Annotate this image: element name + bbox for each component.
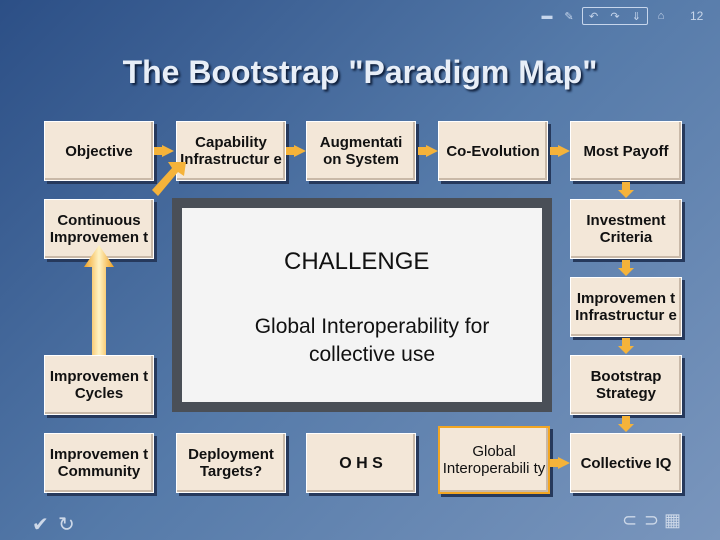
challenge-panel: CHALLENGE Global Interoperability for co… — [172, 198, 552, 412]
nav-arrows[interactable]: ↶ ↷ ⇓ — [582, 7, 648, 25]
arrow-down-icon — [618, 190, 634, 198]
card-improvement-cycles: Improvemen t Cycles — [44, 355, 154, 415]
arrow-shaft — [622, 260, 630, 268]
page-title: The Bootstrap "Paradigm Map" — [122, 54, 598, 90]
refresh-icon[interactable]: ↻ — [58, 514, 75, 536]
arrow-right-icon — [162, 145, 174, 157]
card-improvement-community: Improvemen t Community — [44, 433, 154, 493]
up-arrow-icon — [84, 245, 114, 355]
card-bootstrap-strategy: Bootstrap Strategy — [570, 355, 682, 415]
arrow-right-icon — [558, 145, 570, 157]
card-coevolution: Co-Evolution — [438, 121, 548, 181]
check-icon[interactable]: ✔ — [32, 514, 49, 536]
arrow-shaft — [550, 459, 558, 467]
forward-icon[interactable]: ⊃ — [644, 510, 660, 530]
arrow-right-icon — [426, 145, 438, 157]
card-investment-criteria: Investment Criteria — [570, 199, 682, 259]
card-global-interoperability: Global Interoperabili ty — [438, 426, 550, 494]
arrow-shaft — [550, 147, 558, 155]
arrow-down-icon — [618, 268, 634, 276]
slide-toolbar: ▬ ✎ ↶ ↷ ⇓ ⌂ — [538, 6, 670, 26]
card-deployment-targets: Deployment Targets? — [176, 433, 286, 493]
arrow-shaft — [286, 147, 294, 155]
card-most-payoff: Most Payoff — [570, 121, 682, 181]
slides-icon[interactable]: ▦ — [664, 510, 682, 530]
card-ohs: O H S — [306, 433, 416, 493]
arrow-shaft — [622, 338, 630, 346]
arrow-shaft — [622, 416, 630, 424]
card-objective: Objective — [44, 121, 154, 181]
card-capability: Capability Infrastructur e — [176, 121, 286, 181]
arrow-right-icon — [294, 145, 306, 157]
arrow-shaft — [622, 182, 630, 190]
arrow-shaft — [418, 147, 426, 155]
back-arrow-icon[interactable]: ↶ — [589, 10, 599, 23]
arrow-down-icon — [618, 346, 634, 354]
pen-icon[interactable]: ✎ — [564, 10, 574, 23]
card-collective-iq: Collective IQ — [570, 433, 682, 493]
forward-arrow-icon[interactable]: ↷ — [610, 10, 620, 23]
challenge-title: CHALLENGE — [284, 248, 430, 275]
page-number: 12 — [690, 9, 704, 23]
card-augmentation: Augmentati on System — [306, 121, 416, 181]
back-icon[interactable]: ⊂ — [622, 510, 638, 530]
arrow-right-icon — [558, 457, 570, 469]
slide-sorter-icon[interactable]: ▬ — [541, 10, 553, 22]
arrow-shaft — [154, 147, 162, 155]
arrow-down-icon — [618, 424, 634, 432]
down-arrow-icon[interactable]: ⇓ — [631, 10, 641, 23]
challenge-text: Global Interoperability for collective u… — [254, 315, 490, 366]
card-improvement-infrastructure: Improvemen t Infrastructur e — [570, 277, 682, 337]
diagonal-arrow-icon — [152, 162, 186, 196]
home-icon[interactable]: ⌂ — [657, 10, 665, 22]
